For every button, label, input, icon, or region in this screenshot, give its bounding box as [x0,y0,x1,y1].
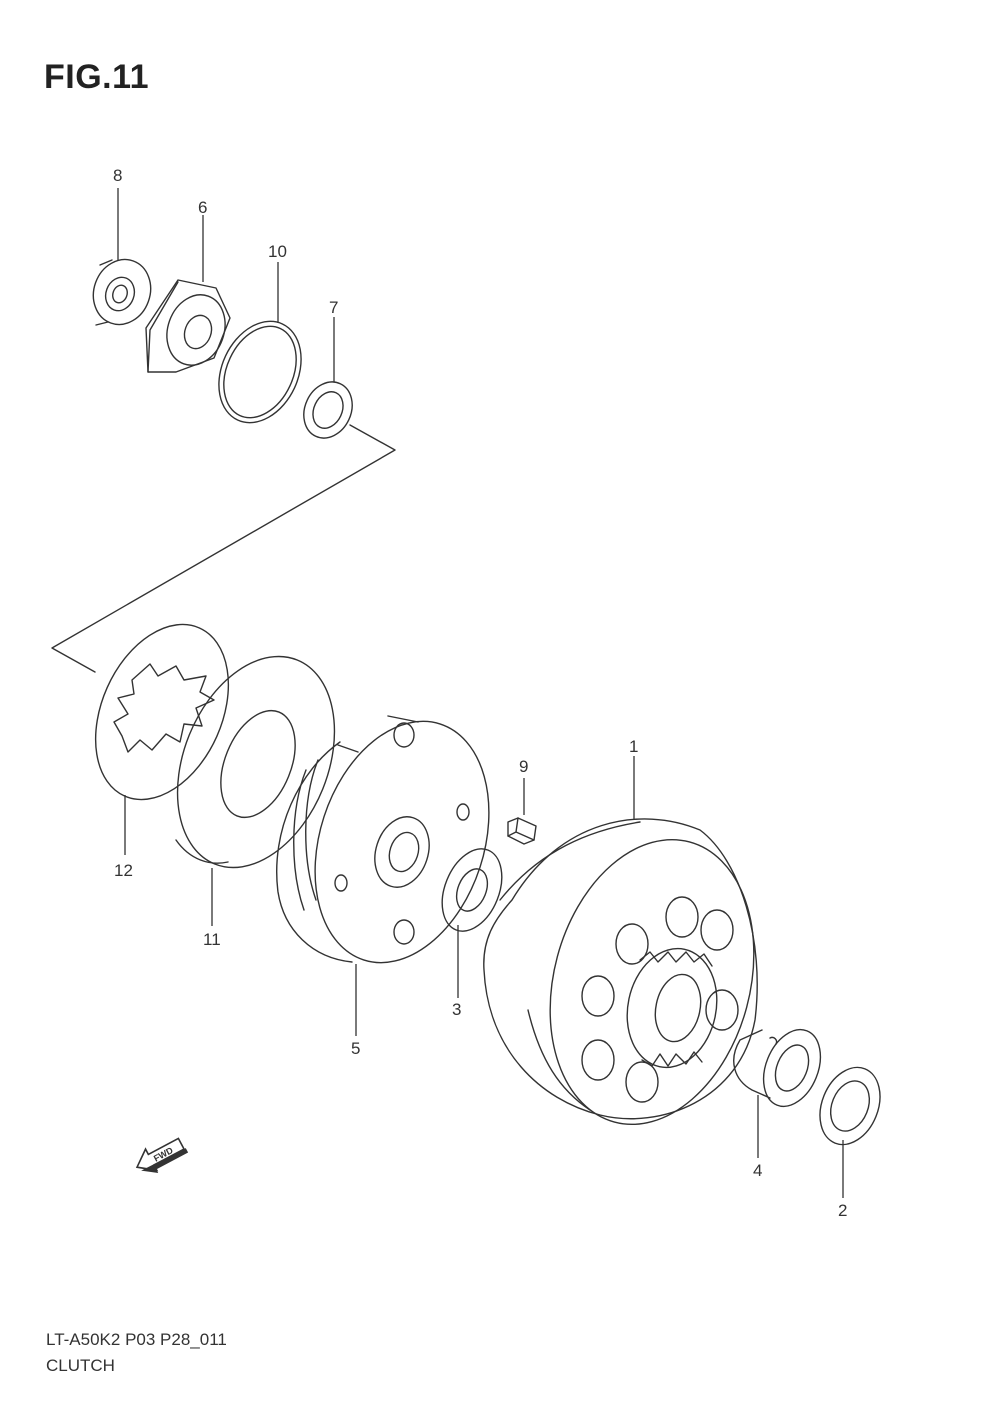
part-2-washer[interactable] [809,1058,891,1153]
callout-2: 2 [838,1201,847,1220]
leader-lines [117,188,844,1198]
assembly-bracket-line [51,424,396,673]
callout-6: 6 [198,198,207,217]
callout-9: 9 [519,757,528,776]
section-name: CLUTCH [46,1356,115,1375]
part-7-washer[interactable] [295,374,361,446]
callout-5: 5 [351,1039,360,1058]
part-9-key[interactable] [507,817,537,845]
part-3-washer[interactable] [431,840,513,940]
fwd-arrow-icon: FWD [135,1137,189,1173]
part-11-disc[interactable] [148,633,364,891]
part-5-clutch-shoe[interactable] [276,699,519,986]
part-1-clutch-housing[interactable] [483,817,784,1148]
part-12-lock-plate[interactable] [70,604,254,821]
part-10-o-ring[interactable] [203,308,317,436]
callout-8: 8 [113,166,122,185]
callout-4: 4 [753,1161,762,1180]
part-6-nut[interactable] [145,279,235,373]
model-code: LT-A50K2 P03 P28_011 [46,1330,227,1349]
callout-7: 7 [329,298,338,317]
callout-10: 10 [268,242,287,261]
callout-11: 11 [203,930,221,949]
callout-1: 1 [629,737,638,756]
callout-3: 3 [452,1000,461,1019]
callout-12: 12 [114,861,133,880]
part-8-bearing[interactable] [84,251,159,332]
figure-title: FIG.11 [44,58,150,96]
part-4-spacer[interactable] [733,1021,831,1115]
